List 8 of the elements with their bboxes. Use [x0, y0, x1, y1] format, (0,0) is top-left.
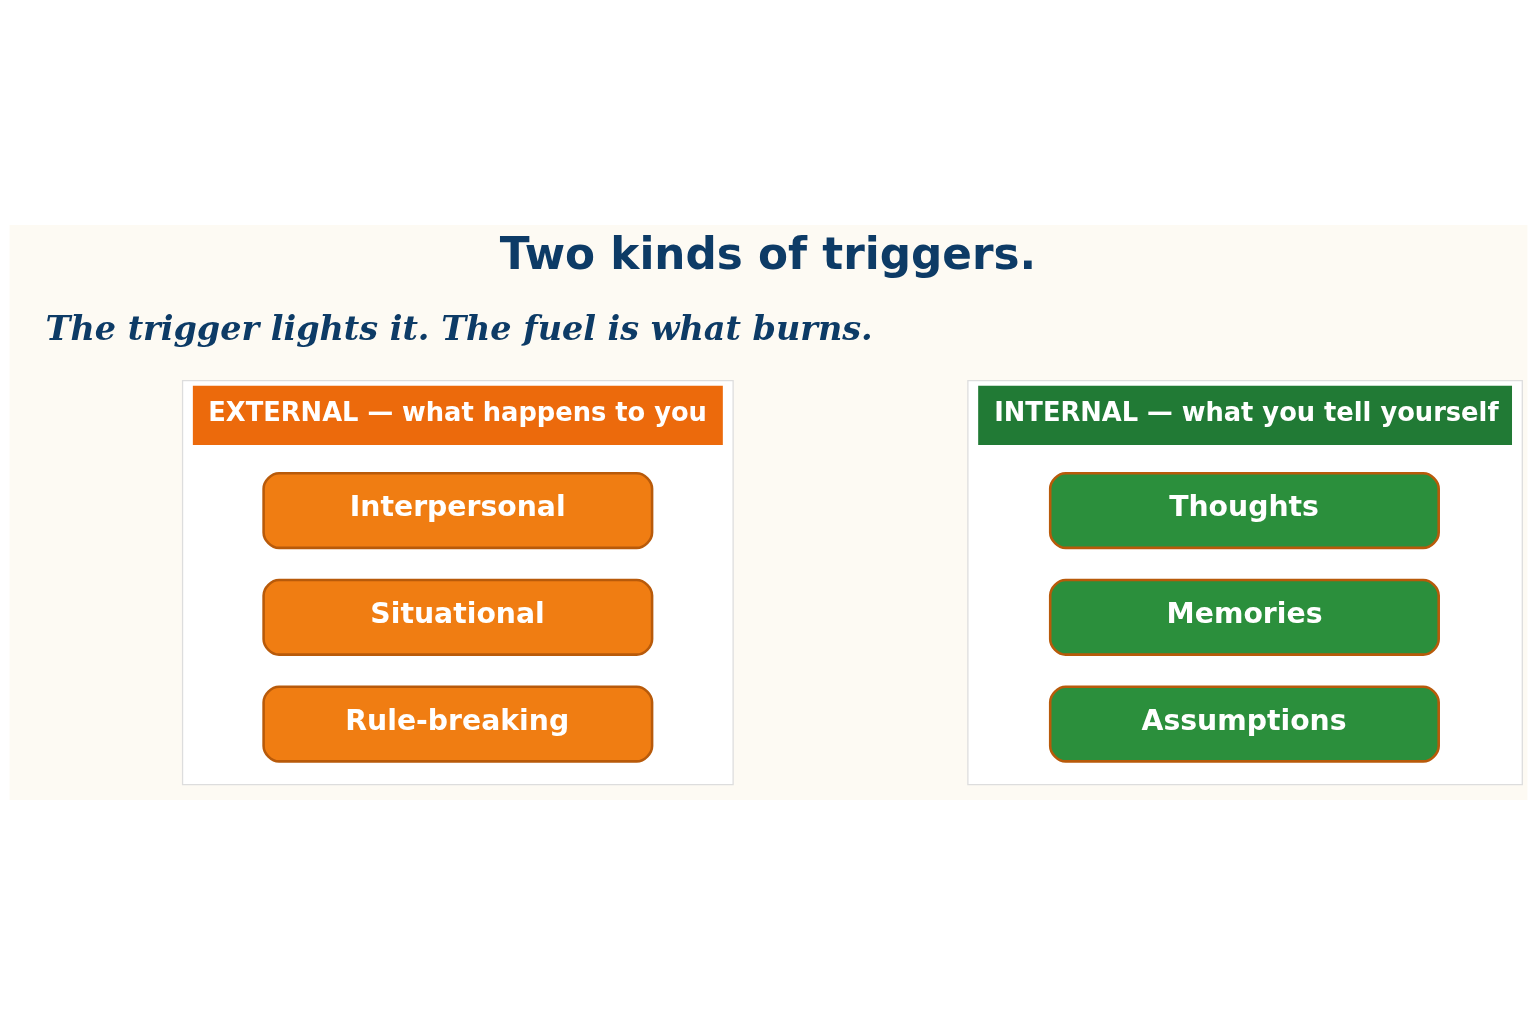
caption: The trigger lights it. The fuel is what burns. — [45, 308, 873, 348]
node-box: Interpersonal — [261, 471, 653, 549]
node-box: Thoughts — [1048, 471, 1440, 549]
diagram-title: Two kinds of triggers. — [499, 227, 1036, 279]
node-box: Memories — [1048, 578, 1440, 656]
node-box: Assumptions — [1048, 685, 1440, 763]
node-box: Situational — [261, 578, 653, 656]
node-box: Rule-breaking — [261, 685, 653, 763]
